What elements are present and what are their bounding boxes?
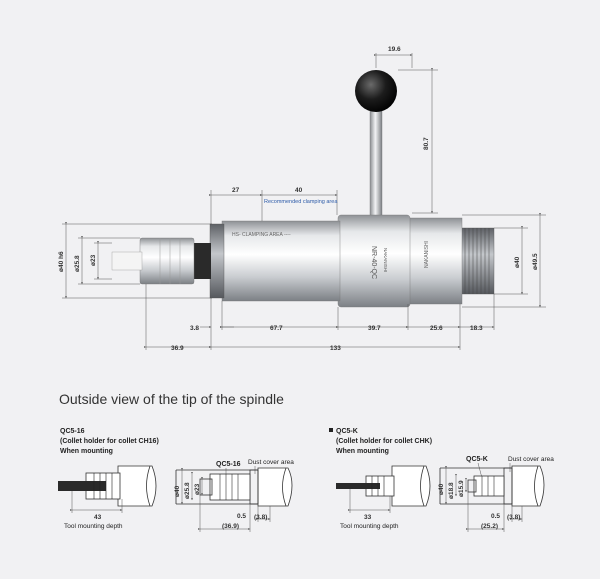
qc5-16-spindle-outline	[117, 465, 157, 507]
front-flange	[209, 223, 225, 299]
dim-67-7: 67.7	[270, 325, 283, 332]
dim-d40-right: ø40	[514, 256, 521, 268]
qc5-16-mounting: When mounting	[60, 448, 113, 455]
dim-19-6: 19.6	[388, 46, 401, 53]
qc5-16-dust-label: Dust cover area	[248, 459, 294, 466]
qc5-16-depth-label: Tool mounting depth	[64, 523, 123, 530]
qc5-16-d23: ø23	[194, 483, 201, 495]
qc5-k-d0-5: 0.5	[491, 513, 500, 520]
qc5-k-section-body	[511, 465, 545, 507]
main-dimensions: 19.6 80.7 27 40 Recommended clamping are…	[58, 46, 546, 352]
qc5-k-d25-2: (25.2)	[481, 523, 498, 530]
dim-133: 133	[330, 345, 341, 352]
qc5-16-panel: QC5-16 (Collet holder for collet CH16) W…	[58, 428, 294, 532]
qc5-16-d0-5: 0.5	[237, 513, 246, 520]
dim-25-6: 25.6	[430, 325, 443, 332]
rear-body	[407, 217, 463, 305]
qc5-k-d18-8: ø18.8	[448, 482, 455, 499]
dim-d40-h6: ø40 h6	[58, 251, 65, 272]
qc5-k-depth-label: Tool mounting depth	[340, 523, 399, 530]
brand-marking: NAKANISHI	[383, 248, 388, 272]
qc5-k-d3-8: (3.8)	[507, 514, 520, 521]
dim-40-top: 40	[295, 187, 303, 194]
dim-18-3: 18.3	[470, 325, 483, 332]
qc5-k-mounting: When mounting	[336, 448, 389, 455]
dim-27: 27	[232, 187, 240, 194]
qc5-k-panel: QC5-K (Collet holder for collet CHK) Whe…	[329, 428, 554, 532]
rear-body-marking: NAKANISHI	[424, 241, 430, 268]
qc5-16-d36-9: (36.9)	[222, 523, 239, 530]
lever-knob	[355, 70, 397, 112]
dim-80-7: 80.7	[423, 137, 430, 150]
spindle-main-view: NAKANISHI NR-40-QC NAKANISHI HS- CLAMPIN…	[111, 70, 495, 308]
dim-3-8: 3.8	[190, 325, 199, 332]
qc5-k-bullet	[329, 428, 333, 432]
dim-39-7: 39.7	[368, 325, 381, 332]
qc5-k-tool	[336, 483, 380, 489]
section-title: Outside view of the tip of the spindle	[59, 391, 284, 407]
clamping-area-marking: HS- CLAMPING AREA ----	[232, 232, 291, 238]
qc5-16-subtitle: (Collet holder for collet CH16)	[60, 438, 159, 445]
qc5-k-d15-9: ø15.9	[458, 480, 465, 497]
qc5-16-section-body	[257, 467, 293, 507]
qc5-16-tool	[58, 481, 106, 491]
qc5-k-subtitle: (Collet holder for collet CHK)	[336, 438, 432, 445]
collet-nut-dark	[193, 243, 211, 279]
qc5-16-d40: ø40	[174, 485, 181, 497]
qc5-k-part-label: QC5-K	[466, 456, 488, 463]
dim-d49-5: ø49.5	[532, 253, 539, 270]
collet-holder	[139, 237, 195, 285]
qc5-16-d25-8: ø25.8	[184, 482, 191, 499]
qc5-16-title: QC5-16	[60, 428, 85, 435]
model-marking: NR-40-QC	[370, 246, 377, 279]
dim-d25-8: ø25.8	[74, 255, 81, 272]
qc5-16-depth-value: 43	[94, 514, 102, 521]
qc5-k-d40: ø40	[438, 483, 445, 495]
dim-36-9: 36.9	[171, 345, 184, 352]
lever-rod	[369, 99, 383, 221]
recommended-clamping-label: Recommended clamping area	[264, 199, 338, 205]
qc5-16-part-label: QC5-16	[216, 461, 241, 468]
dim-d23: ø23	[90, 254, 97, 266]
qc5-k-depth-value: 33	[364, 514, 372, 521]
qc5-k-dust-label: Dust cover area	[508, 456, 554, 463]
qc5-k-title: QC5-K	[336, 428, 358, 435]
qc5-k-spindle-outline	[391, 465, 431, 507]
tool-shank	[111, 251, 143, 271]
qc5-16-d3-8: (3.8)	[254, 514, 267, 521]
